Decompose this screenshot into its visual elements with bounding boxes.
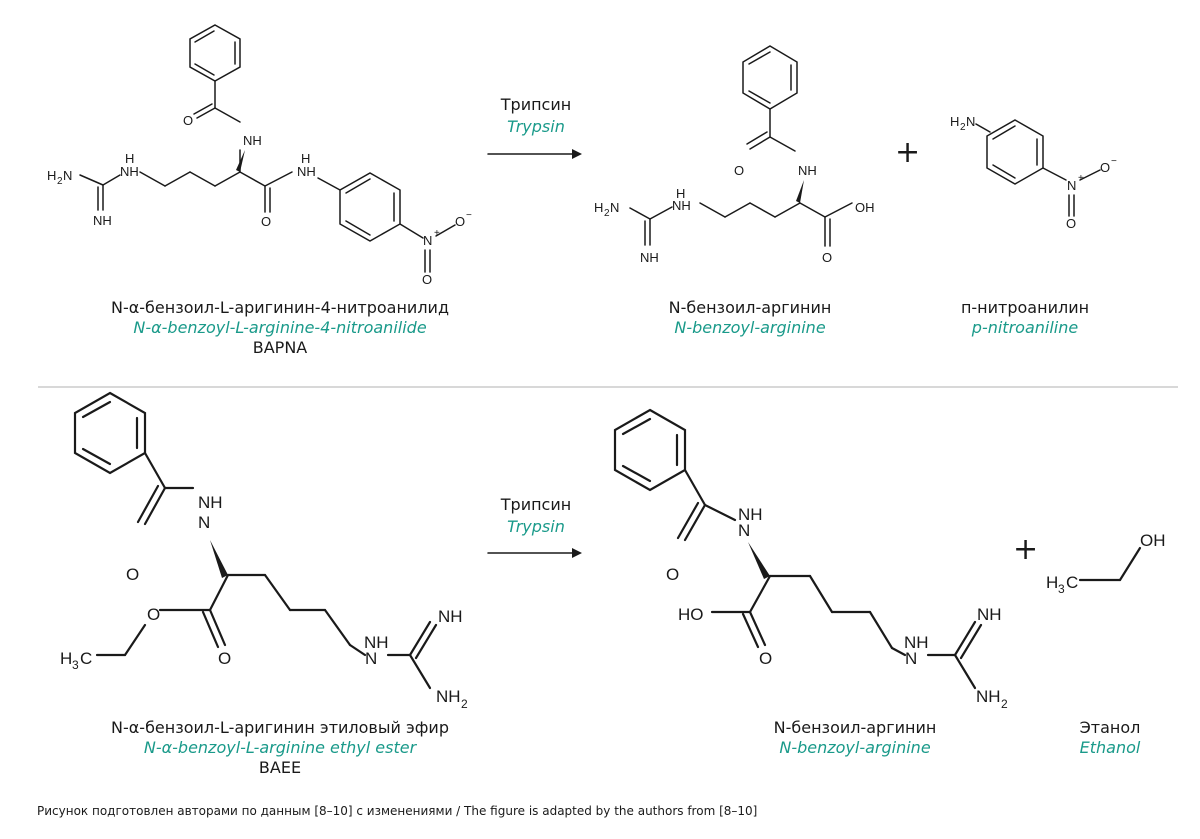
oxygen-atom: O: [822, 250, 832, 265]
bottom-plus-sign: +: [1013, 532, 1039, 567]
nh-atom: NH: [672, 198, 691, 213]
figure-caption: Рисунок подготовлен авторами по данным […: [37, 804, 758, 818]
h-atom: H: [125, 151, 134, 166]
compound-name-ru: N-α-бензоил-L-аригинин этиловый эфир: [111, 718, 449, 737]
oxygen-atom: O: [147, 605, 160, 624]
oxygen-atom: O: [1066, 216, 1076, 231]
compound-abbreviation: BAEE: [258, 758, 302, 777]
compound-name-ru: N-бензоил-аргинин: [668, 298, 832, 317]
oxygen-atom: O: [666, 565, 679, 584]
svg-text:+: +: [434, 228, 440, 239]
hydroxyl-group: OH: [1140, 531, 1166, 550]
compound-name-ru: Этанол: [1079, 718, 1141, 737]
h3c-group: H: [60, 649, 72, 668]
p-nitroaniline-structure: H 2 N N + O − O: [950, 114, 1117, 231]
nh-atom: NH: [798, 163, 817, 178]
compound-name-en: N-α-benzoyl-L-arginine-4-nitroanilide: [133, 318, 427, 337]
h3c-group: H: [1046, 573, 1058, 592]
bottom-product2-label: Этанол Ethanol: [1050, 718, 1170, 758]
ethanol-structure: H 3 C OH: [1046, 531, 1166, 596]
svg-text:NH: NH: [364, 633, 389, 652]
oxygen-atom: O: [455, 214, 465, 229]
nh-atom: NH: [198, 493, 223, 512]
nh-atom: NH: [438, 607, 463, 626]
oxygen-atom: O: [183, 113, 193, 128]
compound-name-en: N-α-benzoyl-L-arginine ethyl ester: [143, 738, 417, 757]
nh2-group: NH: [976, 687, 1001, 706]
enzyme-name-en: Trypsin: [507, 517, 565, 536]
h2n-atom: H: [594, 200, 603, 215]
nh-atom: N: [198, 513, 210, 532]
svg-text:N: N: [63, 168, 72, 183]
baee-structure: O N NH N NH NH NH 2 O O H 3 C: [60, 391, 468, 711]
svg-text:2: 2: [960, 122, 966, 133]
nh-atom: NH: [93, 213, 112, 228]
svg-text:−: −: [466, 210, 472, 221]
h-atom: H: [676, 186, 685, 201]
bapna-structure: O NH NH H H 2 N NH O NH H: [47, 24, 472, 287]
top-enzyme-label: Трипсин Trypsin: [488, 94, 584, 138]
h2n-atom: H: [47, 168, 56, 183]
compound-name-ru: N-бензоил-аргинин: [773, 718, 937, 737]
svg-text:2: 2: [604, 208, 610, 219]
nh-atom: NH: [977, 605, 1002, 624]
bottom-enzyme-label: Трипсин Trypsin: [488, 494, 584, 538]
benzoyl-arginine-structure-top: O NH NH H H 2 N NH OH O: [594, 45, 875, 265]
nh-atom: N: [738, 521, 750, 540]
enzyme-name-ru: Трипсин: [500, 495, 572, 514]
svg-text:3: 3: [72, 658, 79, 672]
oxygen-atom: O: [126, 565, 139, 584]
nh-atom: N: [905, 649, 917, 668]
nh-atom: N: [365, 649, 377, 668]
oxygen-atom: O: [218, 649, 231, 668]
nh-atom: NH: [120, 164, 139, 179]
svg-text:N: N: [610, 200, 619, 215]
svg-text:NH: NH: [904, 633, 929, 652]
svg-text:2: 2: [461, 697, 468, 711]
svg-text:2: 2: [57, 176, 63, 187]
svg-text:NH: NH: [738, 505, 763, 524]
oxygen-atom: O: [422, 272, 432, 287]
nh-atom: NH: [640, 250, 659, 265]
svg-text:−: −: [1111, 156, 1117, 167]
h-atom: H: [301, 151, 310, 166]
oxygen-atom: O: [261, 214, 271, 229]
svg-text:C: C: [1066, 573, 1078, 592]
top-product2-label: п-нитроанилин p-nitroaniline: [930, 298, 1120, 338]
compound-name-ru: N-α-бензоил-L-аригинин-4-нитроанилид: [110, 298, 450, 317]
top-reaction-arrow: [487, 149, 582, 159]
nh2-group: NH: [436, 687, 461, 706]
oxygen-atom: O: [759, 649, 772, 668]
compound-name-en: Ethanol: [1079, 738, 1141, 757]
top-plus-sign: +: [895, 135, 921, 170]
nitrogen-atom: N: [423, 233, 432, 248]
nitrogen-atom: N: [1067, 178, 1076, 193]
oxygen-atom: O: [734, 163, 744, 178]
bapna-label: N-α-бензоил-L-аригинин-4-нитроанилид N-α…: [60, 298, 500, 358]
top-product1-label: N-бензоил-аргинин N-benzoyl-arginine: [640, 298, 860, 338]
compound-name-en: N-benzoyl-arginine: [674, 318, 826, 337]
oxygen-atom: O: [1100, 160, 1110, 175]
svg-text:+: +: [1078, 173, 1084, 184]
enzyme-name-ru: Трипсин: [500, 95, 572, 114]
svg-text:C: C: [80, 649, 92, 668]
compound-name-ru: п-нитроанилин: [960, 298, 1090, 317]
compound-name-en: N-benzoyl-arginine: [779, 738, 931, 757]
hydroxyl-group: OH: [855, 200, 875, 215]
nh-atom: NH: [297, 164, 316, 179]
svg-text:2: 2: [1001, 697, 1008, 711]
svg-text:N: N: [966, 114, 975, 129]
benzoyl-arginine-structure-bottom: O N NH N NH NH NH 2 O HO: [613, 408, 1008, 711]
h2n-atom: H: [950, 114, 959, 129]
baee-label: N-α-бензоил-L-аригинин этиловый эфир N-α…: [60, 718, 500, 778]
hydroxyl-group: HO: [678, 605, 704, 624]
enzyme-name-en: Trypsin: [507, 117, 565, 136]
compound-abbreviation: BAPNA: [252, 338, 308, 357]
bottom-product1-label: N-бензоил-аргинин N-benzoyl-arginine: [745, 718, 965, 758]
compound-name-en: p-nitroaniline: [971, 318, 1079, 337]
nh-atom: NH: [243, 133, 262, 148]
bottom-reaction-arrow: [487, 548, 582, 558]
svg-text:3: 3: [1058, 582, 1065, 596]
